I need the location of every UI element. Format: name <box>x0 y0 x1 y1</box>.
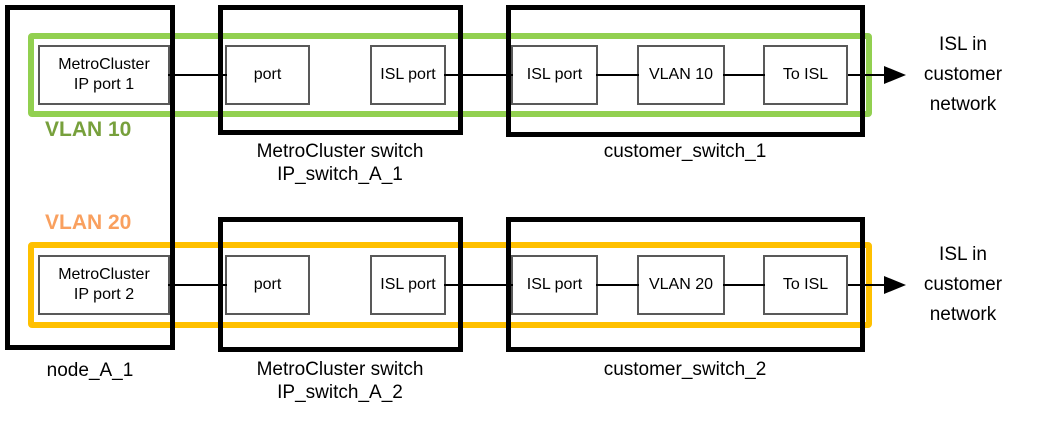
mc-switch2-port-label: port <box>253 276 282 293</box>
customer-switch1-isl-port-label: ISL port <box>526 66 583 83</box>
node-a1-caption: node_A_1 <box>46 360 134 381</box>
vlan10-label: VLAN 10 <box>45 118 132 141</box>
customer-switch1-isl-port-box: ISL port <box>511 45 598 105</box>
customer-switch1-to-isl-label: To ISL <box>782 66 829 83</box>
mc-switch2-caption-line2: IP_switch_A_2 <box>277 382 403 403</box>
metrocluster-ip-port2-box: MetroCluster IP port 2 <box>38 255 170 315</box>
metrocluster-ip-port1-box: MetroCluster IP port 1 <box>38 45 170 105</box>
metrocluster-ip-port1-line1: MetroCluster <box>58 56 150 73</box>
customer-switch2-isl-port-box: ISL port <box>511 255 598 315</box>
node-a1-box <box>5 5 175 350</box>
customer-switch2-to-isl-box: To ISL <box>763 255 848 315</box>
connector-switch1-to-customer1 <box>444 74 513 76</box>
connector-switch2-to-customer2 <box>444 284 513 286</box>
isl-note-2-line3: network <box>929 304 997 325</box>
metrocluster-switch-a1-box <box>218 5 463 135</box>
isl-note-1-line2: customer <box>923 64 1003 85</box>
mc-switch1-isl-port-box: ISL port <box>370 45 446 105</box>
connector-port1-to-switch1 <box>168 74 227 76</box>
connector-port2-to-switch2 <box>168 284 227 286</box>
customer-switch-1-box <box>506 5 865 137</box>
customer-switch2-vlan20-box: VLAN 20 <box>637 255 725 315</box>
isl-note-1: ISL in customer network <box>888 30 1037 120</box>
mc-switch2-caption: MetroCluster switch IP_switch_A_2 <box>215 358 465 404</box>
customer-switch2-to-isl-label: To ISL <box>782 276 829 293</box>
customer-switch1-caption: customer_switch_1 <box>603 141 767 162</box>
mc-switch1-caption-line2: IP_switch_A_1 <box>277 164 403 185</box>
customer-switch1-vlan10-box: VLAN 10 <box>637 45 725 105</box>
mc-switch1-isl-port-label: ISL port <box>380 66 436 83</box>
mc-switch2-caption-line1: MetroCluster switch <box>256 359 424 380</box>
arrow-right-icon <box>884 276 906 294</box>
mc-switch2-isl-port-label: ISL port <box>380 276 436 293</box>
connector-toisl-to-network-2 <box>848 284 886 286</box>
isl-note-1-line3: network <box>929 94 997 115</box>
mc-switch1-caption: MetroCluster switch IP_switch_A_1 <box>215 140 465 186</box>
mc-switch1-caption-line1: MetroCluster switch <box>256 141 424 162</box>
connector-islport-to-vlan20 <box>596 284 639 286</box>
metrocluster-ip-port2-line2: IP port 2 <box>73 286 135 303</box>
connector-vlan10-to-toisl <box>723 74 765 76</box>
customer-switch2-caption: customer_switch_2 <box>603 359 767 380</box>
mc-switch2-port-box: port <box>225 255 310 315</box>
mc-switch1-port-box: port <box>225 45 310 105</box>
mc-switch2-isl-port-box: ISL port <box>370 255 446 315</box>
connector-vlan20-to-toisl <box>723 284 765 286</box>
mc-switch1-port-label: port <box>253 66 282 83</box>
isl-note-2-line1: ISL in <box>939 244 987 265</box>
customer-switch1-to-isl-box: To ISL <box>763 45 848 105</box>
isl-note-1-line1: ISL in <box>939 34 987 55</box>
isl-note-2: ISL in customer network <box>888 240 1037 330</box>
isl-note-2-line2: customer <box>923 274 1003 295</box>
customer-switch2-isl-port-label: ISL port <box>526 276 583 293</box>
vlan20-label: VLAN 20 <box>45 211 132 234</box>
connector-toisl-to-network-1 <box>848 74 886 76</box>
connector-islport-to-vlan10 <box>596 74 639 76</box>
customer-switch1-vlan10-label: VLAN 10 <box>648 66 714 83</box>
metrocluster-ip-port1-line2: IP port 1 <box>73 76 135 93</box>
arrow-right-icon <box>884 66 906 84</box>
metrocluster-ip-port2-line1: MetroCluster <box>58 266 150 283</box>
customer-switch2-vlan20-label: VLAN 20 <box>648 276 714 293</box>
